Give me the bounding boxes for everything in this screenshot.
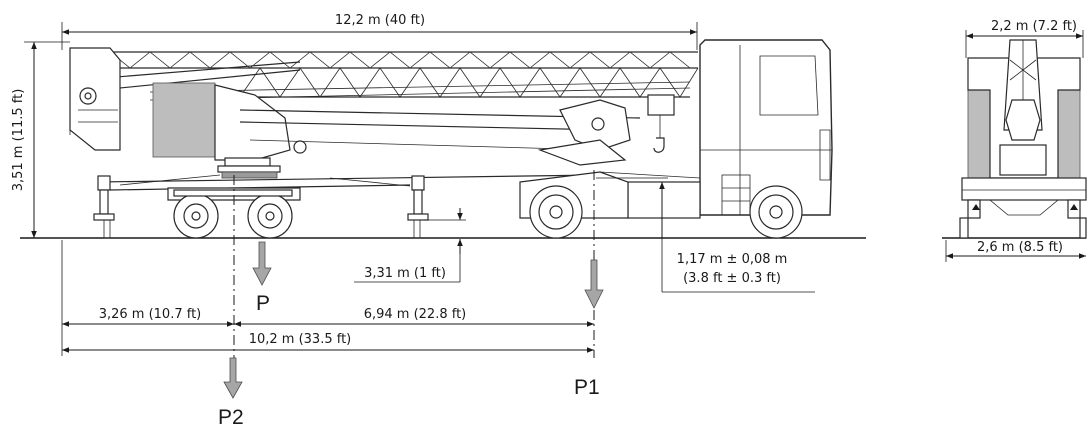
label-hitch-height-line1: 1,17 m ± 0,08 m: [677, 252, 788, 267]
rear-mast: [69, 47, 121, 151]
dim-hitch-height: [596, 177, 815, 293]
counterweight: [152, 82, 216, 158]
outrigger-left: [93, 175, 115, 239]
label-ground-clearance: 3,31 m (1 ft): [364, 266, 446, 281]
load-label-p2: P2: [218, 406, 244, 429]
label-height: 3,51 m (11.5 ft): [11, 89, 26, 192]
load-arrow-p2: [223, 357, 243, 399]
truck-wheel-rear: [749, 185, 803, 239]
trailer-wheel-1: [173, 193, 219, 239]
load-label-p: P: [256, 292, 270, 315]
label-width-base: 2,6 m (8.5 ft): [977, 240, 1063, 255]
wheel-fender: [173, 189, 293, 197]
front-counterweight-right: [1057, 89, 1081, 179]
front-counterweight-left: [967, 89, 991, 179]
load-label-p1: P1: [574, 376, 600, 399]
dim-ground-clearance: [354, 208, 466, 283]
label-rear-to-p1: 10,2 m (33.5 ft): [249, 332, 352, 347]
dim-height: [24, 41, 70, 238]
hook: [647, 94, 675, 153]
dim-overall-length: [61, 22, 698, 50]
crane-side-view: [69, 47, 699, 239]
crane-front-view: [959, 39, 1087, 239]
label-p-to-p1: 6,94 m (22.8 ft): [364, 307, 467, 322]
trailer-wheel-2: [247, 193, 293, 239]
label-width-top: 2,2 m (7.2 ft): [991, 19, 1077, 34]
truck-wheel-front: [529, 185, 583, 239]
outrigger-right: [407, 175, 429, 239]
dim-width-top: [965, 30, 1084, 58]
label-hitch-height-line2: (3.8 ft ± 0.3 ft): [683, 271, 781, 286]
dim-width-base: [945, 240, 1086, 262]
label-overall-length: 12,2 m (40 ft): [335, 13, 425, 28]
slewing-ring: [217, 157, 281, 179]
luffing-arm: [214, 84, 641, 166]
label-rear-to-p: 3,26 m (10.7 ft): [99, 307, 202, 322]
load-arrow-p: [252, 241, 272, 286]
load-arrow-p1: [584, 259, 604, 309]
